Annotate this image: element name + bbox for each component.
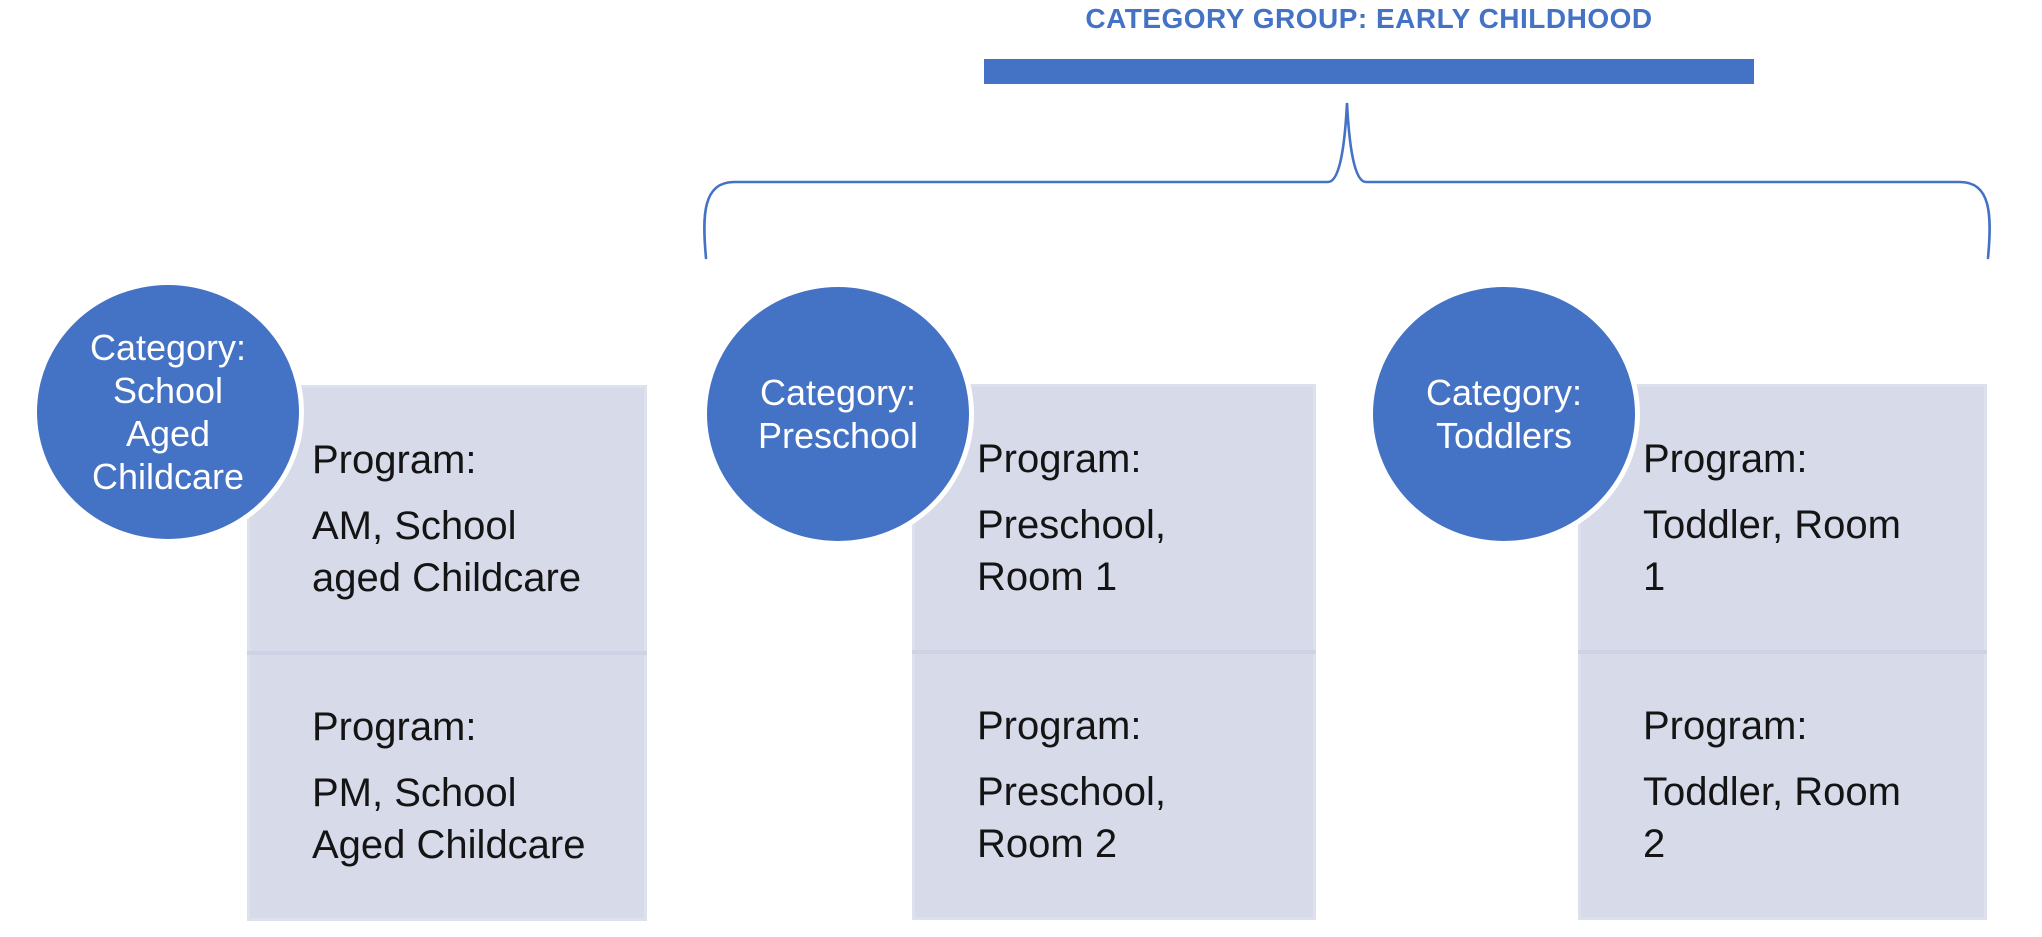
program-label: Program:: [977, 437, 1142, 481]
program-label: Program:: [977, 704, 1142, 748]
category-circle-label: Category: School Aged Childcare: [89, 327, 247, 497]
category-group-bar: [984, 59, 1754, 84]
category-column-school-aged: Program: AM, School aged Childcare Progr…: [32, 280, 648, 925]
program-table: Program: Preschool, Room 1 Program: Pres…: [912, 384, 1316, 920]
category-circle-school-aged: Category: School Aged Childcare: [32, 280, 304, 544]
program-label: Program:: [312, 705, 477, 749]
category-circle-toddlers: Category: Toddlers: [1368, 282, 1640, 546]
program-cell: Program: PM, School Aged Childcare: [250, 655, 644, 918]
curly-brace-icon: [703, 102, 1991, 260]
program-value: Preschool, Room 1: [977, 503, 1166, 599]
program-cell: Program: AM, School aged Childcare: [250, 388, 644, 651]
category-group-title: CATEGORY GROUP: EARLY CHILDHOOD: [1085, 3, 1653, 34]
program-label: Program:: [312, 438, 477, 482]
program-label: Program:: [1643, 437, 1808, 481]
category-circle-label: Category: Toddlers: [1425, 372, 1583, 456]
program-cell: Program: Toddler, Room 1: [1581, 387, 1984, 650]
program-value: PM, School Aged Childcare: [312, 771, 586, 867]
program-cell: Program: Preschool, Room 1: [915, 387, 1313, 650]
program-value: Toddler, Room 1: [1643, 503, 1901, 599]
program-value: Preschool, Room 2: [977, 770, 1166, 866]
program-value: Toddler, Room 2: [1643, 770, 1901, 866]
program-label: Program:: [1643, 704, 1808, 748]
program-cell: Program: Preschool, Room 2: [915, 654, 1313, 917]
program-value: AM, School aged Childcare: [312, 504, 582, 600]
program-cell: Program: Toddler, Room 2: [1581, 654, 1984, 917]
category-circle-preschool: Category: Preschool: [702, 282, 974, 546]
program-table: Program: AM, School aged Childcare Progr…: [247, 385, 647, 921]
category-column-toddlers: Program: Toddler, Room 1 Program: Toddle…: [1368, 282, 1988, 922]
category-circle-label: Category: Preschool: [757, 372, 919, 456]
program-table: Program: Toddler, Room 1 Program: Toddle…: [1578, 384, 1987, 920]
category-column-preschool: Program: Preschool, Room 1 Program: Pres…: [702, 282, 1317, 922]
